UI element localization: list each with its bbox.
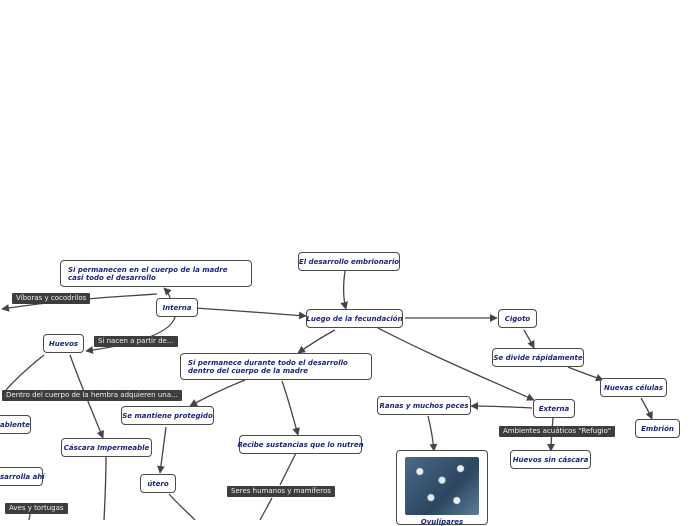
connector-cigoto-divide	[523, 329, 535, 349]
label-viboras-cocodrilos[interactable]: Víboras y cocodrilos	[12, 293, 91, 304]
node-utero[interactable]: útero	[140, 474, 176, 493]
connector-aves-down	[28, 513, 31, 520]
connector-cascara-down	[103, 456, 107, 520]
connector-seres-down	[259, 497, 273, 520]
node-cascara-impermeable[interactable]: Cáscara Impermeable	[61, 438, 152, 457]
connector-permanece-recibe	[281, 380, 300, 436]
node-ambiente-partial[interactable]: ablente	[0, 415, 31, 434]
node-desarrollo-embrionario[interactable]: El desarrollo embrionario	[298, 252, 400, 271]
connector-ranas-image	[427, 415, 438, 452]
image-caption: Ovulípares	[420, 518, 464, 526]
node-embrion[interactable]: Embrión	[635, 419, 680, 438]
connector-nuevas-embrion	[640, 397, 653, 420]
label-dentro-cuerpo[interactable]: Dentro del cuerpo de la hembra adquieren…	[2, 390, 182, 401]
label-si-nacen[interactable]: Si nacen a partir de...	[94, 336, 178, 347]
label-aves-tortugas[interactable]: Aves y tortugas	[5, 503, 68, 514]
node-se-mantiene-protegido[interactable]: Se mantiene protegido	[121, 406, 214, 425]
connector-luego-externa	[377, 327, 535, 401]
connector-interna-permanecen	[163, 287, 172, 299]
connector-protegido-utero	[157, 426, 167, 474]
node-luego-fecundacion[interactable]: Luego de la fecundación	[306, 309, 403, 328]
connector-desarrollo-luego	[340, 270, 348, 310]
node-nuevas-celulas[interactable]: Nuevas células	[600, 378, 667, 397]
node-se-divide[interactable]: Se divide rápidamente	[492, 348, 584, 367]
connector-luego-interna	[178, 306, 307, 320]
connector-divide-nuevas	[567, 366, 604, 382]
connector-utero-down	[168, 493, 196, 520]
connector-luego-permanece	[297, 329, 336, 354]
node-ranas-peces[interactable]: Ranas y muchos peces	[377, 396, 471, 415]
node-huevos-sin-cascara[interactable]: Huevos sin cáscara	[510, 450, 591, 469]
node-si-permanecen[interactable]: Si permanecen en el cuerpo de la madre c…	[60, 260, 252, 287]
connector-permanece-protegido	[189, 379, 246, 407]
node-desarrolla-partial[interactable]: sarrolla ahí	[0, 467, 45, 486]
connector-huevos-dentro	[5, 354, 45, 391]
node-ovuliparos-image[interactable]: Ovulípares	[396, 450, 488, 526]
frog-eggs-image	[405, 457, 479, 515]
node-interna[interactable]: Interna	[156, 298, 198, 317]
node-huevos[interactable]: Huevos	[43, 334, 84, 353]
label-ambientes-acuaticos[interactable]: Ambientes acuáticos "Refugio"	[499, 426, 616, 437]
connector-recibe-seres	[279, 452, 297, 486]
node-si-permanece[interactable]: Si permanece durante todo el desarrollo …	[180, 353, 372, 380]
node-recibe-sustancias[interactable]: Recibe sustancias que lo nutren	[237, 435, 364, 454]
node-externa[interactable]: Externa	[533, 399, 575, 418]
connector-externa-ranas	[470, 402, 533, 410]
node-cigoto[interactable]: Cigoto	[498, 309, 537, 328]
label-seres-humanos[interactable]: Seres humanos y mamíferos	[227, 486, 335, 497]
